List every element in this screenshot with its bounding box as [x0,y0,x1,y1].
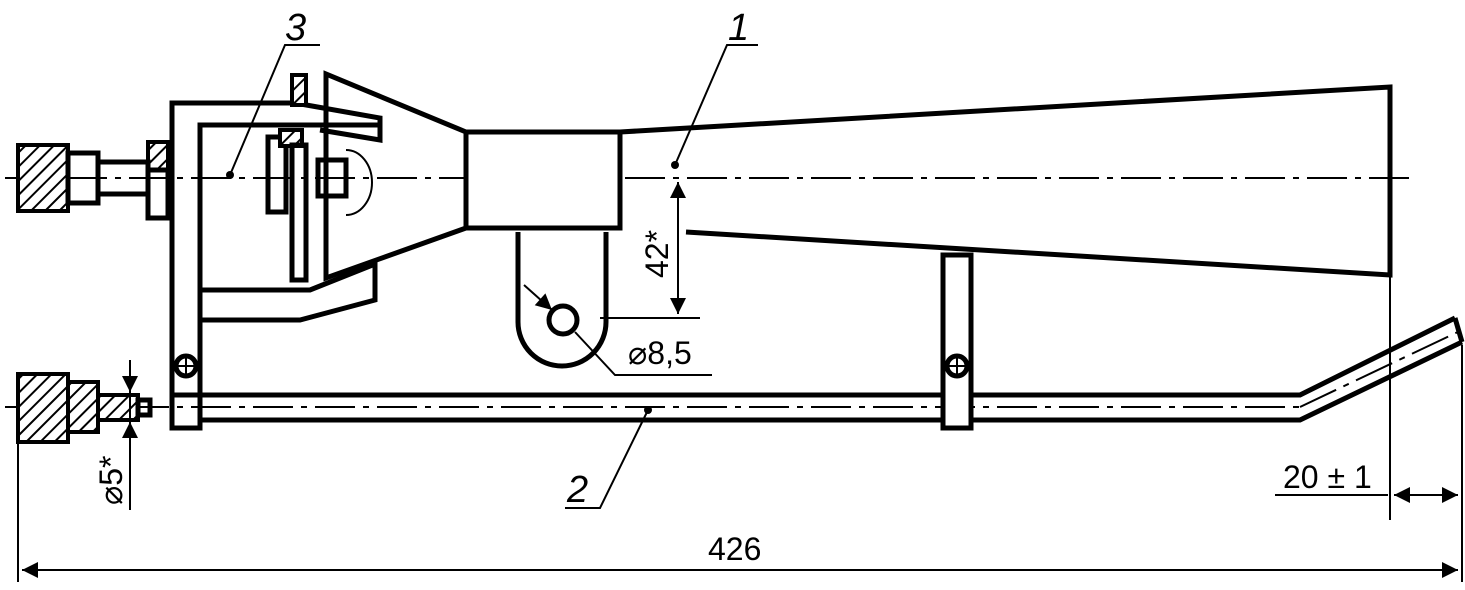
callout-3: 3 [285,7,306,49]
callout-2: 2 [566,469,588,511]
dim-hole-diameter: ⌀8,5 [628,335,692,371]
dim-tube-diameter: ⌀5* [93,455,129,505]
callout-leaders [226,44,758,509]
callout-1: 1 [728,7,749,49]
tube-tip-axis [1299,329,1463,408]
dim-offset-height: 42* [639,230,675,278]
dimensions [17,182,1463,582]
part-2-tube [200,252,1465,431]
part-3-bracket [145,73,383,431]
mounting-hole [546,303,580,337]
part-1-nozzle-body [323,70,1393,369]
upper-fitting [16,143,151,213]
dim-tip-offset: 20 ± 1 [1283,459,1372,495]
dim-overall-length: 426 [708,531,761,567]
lower-fitting [16,372,153,444]
